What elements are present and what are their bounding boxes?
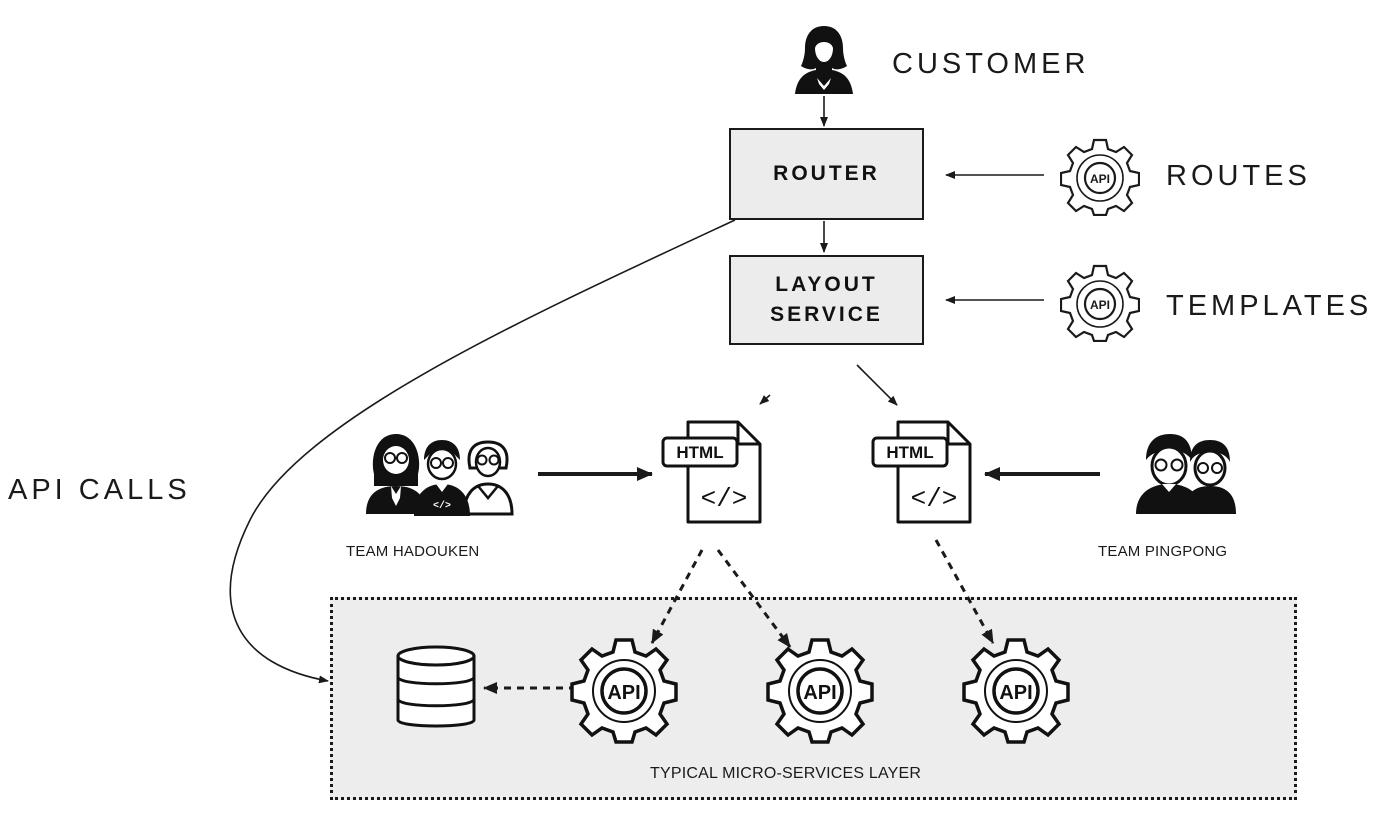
routes-api-gear-icon: API [1060, 138, 1140, 216]
microservices-layer-label: TYPICAL MICRO-SERVICES LAYER [650, 765, 922, 782]
customer-icon [795, 26, 853, 94]
routes-label: ROUTES [1166, 160, 1311, 192]
microservice-api-text-1: API [607, 682, 640, 704]
html-file-text-hadouken: HTML [676, 443, 723, 462]
arrow-html-left-api1 [650, 549, 704, 644]
arrow-api-calls [229, 219, 736, 684]
layout-service-label-line1: LAYOUT [775, 273, 878, 296]
microservice-api-gear-icon-3: API [962, 638, 1070, 744]
microservice-api-gear-icon-2: API [766, 638, 874, 744]
html-file-text-pingpong: HTML [886, 443, 933, 462]
templates-api-text: API [1090, 298, 1110, 312]
arrow-html-right-api3 [934, 539, 995, 644]
routes-api-text: API [1090, 172, 1110, 186]
team-hadouken-label: TEAM HADOUKEN [346, 543, 480, 560]
arrow-layout-html-left [759, 394, 771, 405]
database-icon [396, 645, 476, 728]
customer-label: CUSTOMER [892, 48, 1090, 80]
arrow-html-left-api2 [716, 549, 792, 648]
layout-service-label-line2: SERVICE [770, 303, 883, 326]
templates-api-gear-icon: API [1060, 264, 1140, 342]
layout-service-box: LAYOUT SERVICE [729, 255, 924, 345]
arrow-layout-html-right [856, 364, 898, 406]
html-file-icon-hadouken: HTML </> [661, 420, 762, 524]
html-code-symbol-pingpong: </> [911, 484, 958, 514]
team-hadouken-icon: </> [366, 434, 514, 516]
hadouken-code-badge: </> [433, 500, 451, 512]
router-label: ROUTER [773, 162, 880, 185]
html-file-icon-pingpong: HTML </> [871, 420, 972, 524]
html-code-symbol-hadouken: </> [701, 484, 748, 514]
team-pingpong-label: TEAM PINGPONG [1098, 543, 1228, 560]
microservice-api-text-3: API [999, 682, 1032, 704]
templates-label: TEMPLATES [1166, 290, 1373, 322]
team-pingpong-icon [1136, 434, 1236, 514]
microservice-api-text-2: API [803, 682, 836, 704]
router-box: ROUTER [729, 128, 924, 220]
api-calls-label: API CALLS [8, 474, 191, 506]
microservice-api-gear-icon-1: API [570, 638, 678, 744]
